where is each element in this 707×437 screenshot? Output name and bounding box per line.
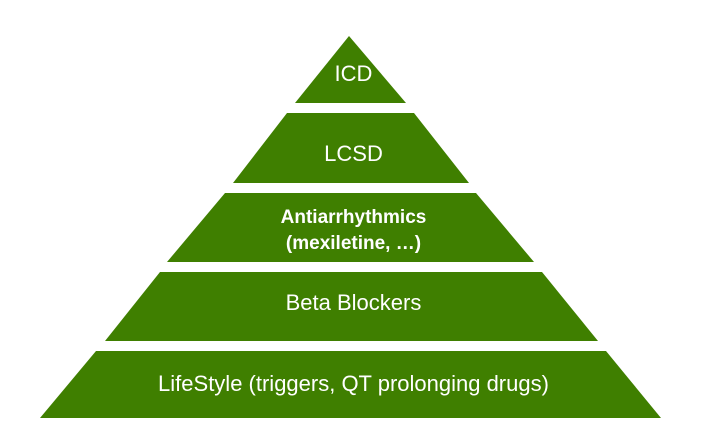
tier-lcsd-shape: [233, 113, 469, 183]
tier-beta-blockers-label: Beta Blockers: [285, 290, 422, 315]
tier-icd-shape: [295, 36, 406, 103]
tier-icd-label: ICD: [334, 61, 373, 86]
tier-lifestyle-label: LifeStyle (triggers, QT prolonging drugs…: [158, 371, 549, 396]
tier-antiarrhythmics-label-line2: (mexiletine, …): [285, 233, 422, 254]
tier-antiarrhythmics-label: Antiarrhythmics (mexiletine, …): [0, 205, 707, 257]
tier-antiarrhythmics-label-line1: Antiarrhythmics: [280, 207, 427, 228]
tier-antiarrhythmics-shape: [167, 193, 534, 262]
tier-beta-blockers-shape: [105, 272, 598, 341]
tier-lifestyle-shape: [40, 351, 661, 418]
tier-lcsd-label: LCSD: [324, 141, 383, 166]
